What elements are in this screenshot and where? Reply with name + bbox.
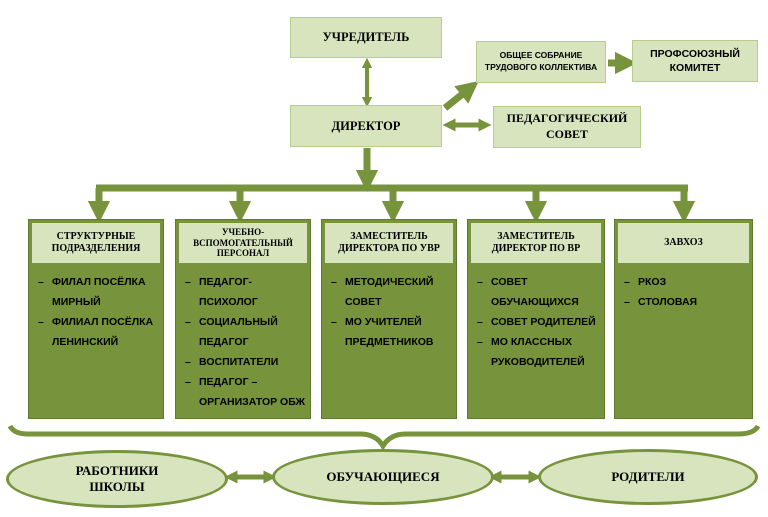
ellipse-school-staff: Работники школы (6, 450, 228, 508)
founder-box: Учредитель (290, 17, 442, 58)
column-structural-units-title: Структурные подразделения (32, 223, 160, 263)
list-item: Совет обучающихся (468, 272, 604, 312)
column-deputy-uvr-list: Методический совет МО учителей предметни… (322, 272, 456, 352)
arrow-director-general-meeting (442, 81, 479, 111)
list-item: МО классных руководителей (468, 332, 604, 372)
list-item: Педагог – организатор ОБЖ (176, 372, 310, 412)
column-structural-units: Структурные подразделения Филал посёлка … (28, 219, 164, 419)
column-supply-manager-title: Завхоз (618, 223, 749, 263)
director-box: Директор (290, 105, 442, 147)
parents-label: Родители (611, 468, 685, 484)
group-brace (7, 424, 761, 451)
students-label: Обучающиеся (326, 468, 440, 484)
list-item: Филиал посёлка Ленинский (29, 312, 163, 352)
column-deputy-vr-list: Совет обучающихся Совет родителей МО кла… (468, 272, 604, 372)
founder-label: Учредитель (322, 30, 410, 44)
column-support-staff: Учебно-вспомогательный персонал Педагог-… (175, 219, 311, 419)
column-deputy-vr-title: Заместитель директор по ВР (471, 223, 601, 263)
director-label: Директор (331, 118, 401, 133)
pedagogical-council-box: Педагогический совет (493, 106, 641, 148)
list-item: Методический совет (322, 272, 456, 312)
pedagogical-council-label: Педагогический совет (506, 111, 628, 141)
general-meeting-box: Общее собрание трудового коллектива (476, 41, 606, 83)
column-supply-manager: Завхоз РКОЗ Столовая (614, 219, 753, 419)
column-deputy-uvr-title: Заместитель директора по УВР (325, 223, 453, 263)
column-supply-manager-list: РКОЗ Столовая (615, 272, 752, 312)
list-item: Педагог-психолог (176, 272, 310, 312)
column-deputy-uvr: Заместитель директора по УВР Методически… (321, 219, 457, 419)
column-support-staff-list: Педагог-психолог Социальный педагог Восп… (176, 272, 310, 412)
union-committee-label: Профсоюзный комитет (650, 47, 740, 74)
column-deputy-vr: Заместитель директор по ВР Совет обучающ… (467, 219, 605, 419)
list-item: Совет родителей (468, 312, 604, 332)
list-item: РКОЗ (615, 272, 752, 292)
list-item: Филал посёлка Мирный (29, 272, 163, 312)
union-committee-box: Профсоюзный комитет (632, 40, 758, 82)
list-item: МО учителей предметников (322, 312, 456, 352)
ellipse-students: Обучающиеся (272, 449, 494, 505)
column-structural-units-list: Филал посёлка Мирный Филиал посёлка Лени… (29, 272, 163, 352)
school-staff-label: Работники школы (75, 462, 159, 494)
column-support-staff-title: Учебно-вспомогательный персонал (179, 223, 307, 263)
general-meeting-label: Общее собрание трудового коллектива (484, 50, 598, 72)
ellipse-parents: Родители (538, 449, 758, 505)
list-item: Столовая (615, 292, 752, 312)
list-item: Воспитатели (176, 352, 310, 372)
list-item: Социальный педагог (176, 312, 310, 352)
